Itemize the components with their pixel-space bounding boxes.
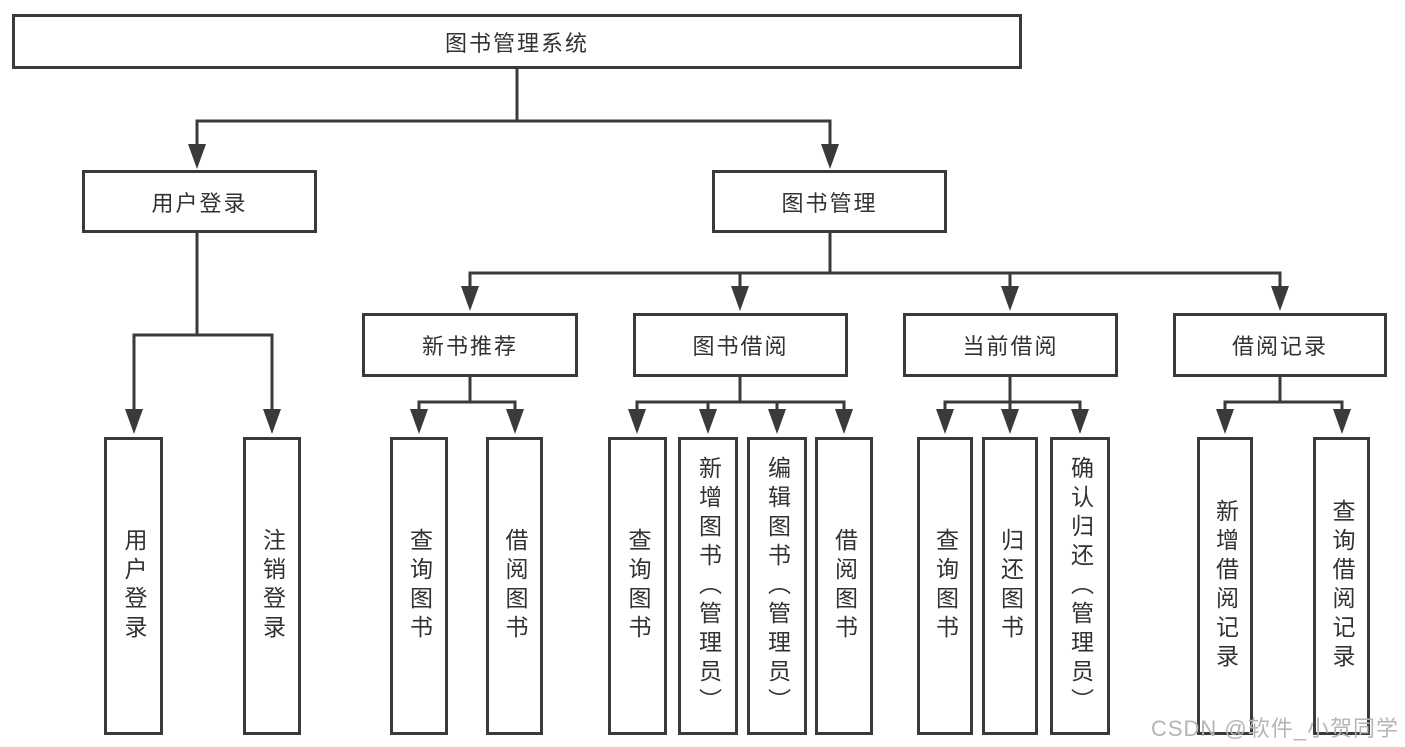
node-book-management-label: 图书管理: [781, 190, 878, 216]
node-return-books-label: 归还图书: [997, 528, 1024, 644]
node-book-borrowing-label: 图书借阅: [692, 334, 789, 359]
watermark: CSDN @软件_小贺同学: [1150, 716, 1399, 741]
node-book-management: 图书管理: [712, 170, 947, 233]
connector-path: [132, 69, 1344, 410]
node-query-books-3-label: 查询图书: [932, 528, 959, 644]
node-new-book-recommend: 新书推荐: [362, 313, 578, 377]
node-add-borrow-record-label: 新增借阅记录: [1212, 499, 1239, 673]
node-return-books: 归还图书: [982, 437, 1038, 735]
node-query-books-3: 查询图书: [917, 437, 973, 735]
node-login: 用户登录: [104, 437, 163, 735]
node-query-borrow-record: 查询借阅记录: [1313, 437, 1370, 735]
node-borrow-books-1: 借阅图书: [486, 437, 543, 735]
node-book-borrowing: 图书借阅: [633, 313, 848, 377]
node-add-books-admin: 新增图书（管理员）: [678, 437, 738, 735]
node-user-login: 用户登录: [82, 170, 317, 233]
node-query-books-2: 查询图书: [608, 437, 667, 735]
node-logout: 注销登录: [243, 437, 301, 735]
node-query-borrow-record-label: 查询借阅记录: [1329, 499, 1355, 673]
node-borrow-books-1-label: 借阅图书: [502, 528, 528, 644]
node-query-books-2-label: 查询图书: [625, 528, 651, 644]
node-logout-label: 注销登录: [259, 528, 286, 644]
node-root-label: 图书管理系统: [444, 30, 589, 56]
node-query-books-1: 查询图书: [390, 437, 448, 735]
node-borrowing-records: 借阅记录: [1173, 313, 1387, 377]
node-login-label: 用户登录: [121, 528, 147, 644]
node-add-books-admin-label: 新增图书（管理员）: [695, 455, 722, 717]
node-edit-books-admin: 编辑图书（管理员）: [747, 437, 807, 735]
node-user-login-label: 用户登录: [151, 190, 248, 216]
node-current-borrowing: 当前借阅: [903, 313, 1118, 377]
node-borrow-books-2: 借阅图书: [815, 437, 873, 735]
node-edit-books-admin-label: 编辑图书（管理员）: [764, 455, 791, 717]
node-query-books-1-label: 查询图书: [406, 528, 433, 644]
node-new-book-recommend-label: 新书推荐: [421, 334, 518, 359]
node-confirm-return-admin: 确认归还（管理员）: [1050, 437, 1110, 735]
node-borrowing-records-label: 借阅记录: [1231, 334, 1328, 359]
node-current-borrowing-label: 当前借阅: [962, 334, 1059, 359]
node-confirm-return-admin-label: 确认归还（管理员）: [1067, 455, 1094, 717]
arrowheads: [125, 144, 1351, 434]
node-add-borrow-record: 新增借阅记录: [1197, 437, 1253, 735]
node-root: 图书管理系统: [12, 14, 1022, 69]
node-borrow-books-2-label: 借阅图书: [831, 528, 858, 644]
